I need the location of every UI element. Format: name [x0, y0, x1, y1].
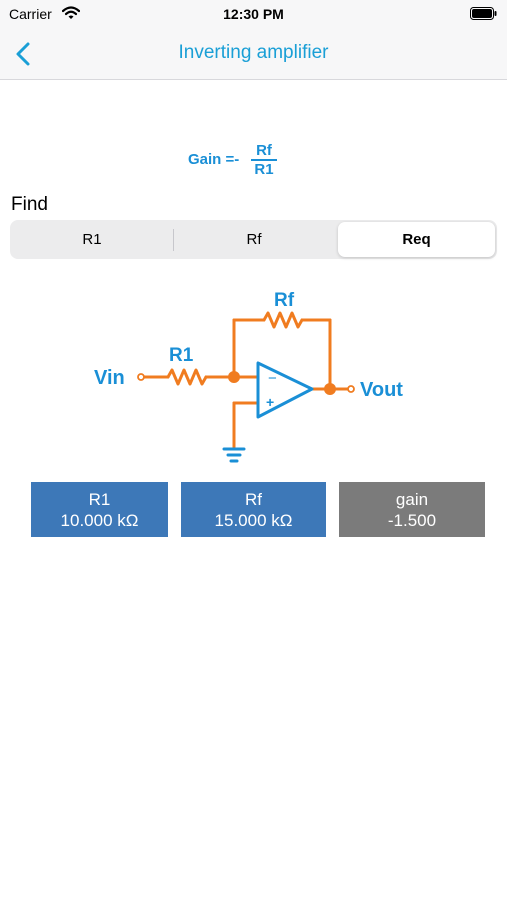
formula-denominator: R1 [254, 161, 274, 178]
rf-value-name: Rf [245, 490, 262, 509]
ground-icon [222, 447, 246, 463]
gain-value: -1.500 [387, 511, 437, 530]
find-segmented-control: R1 Rf Req [10, 220, 497, 259]
r1-value: 10.000 kΩ [60, 511, 139, 530]
rf-value-button[interactable]: Rf 15.000 kΩ [181, 482, 326, 537]
page-title: Inverting amplifier [178, 42, 329, 63]
segment-divider [173, 229, 174, 251]
junction-dot-input [228, 371, 240, 383]
battery-icon [470, 7, 497, 20]
segment-rf[interactable]: Rf [246, 231, 262, 248]
back-button[interactable] [8, 38, 42, 72]
r1-value-name: R1 [88, 490, 111, 509]
gain-value-button[interactable]: gain -1.500 [339, 482, 485, 537]
fraction-bar [251, 159, 277, 161]
inverting-amplifier-circuit: − + Vin Vout R1 Rf [94, 290, 403, 463]
status-bar: Carrier 12:30 PM [0, 0, 507, 30]
status-time: 12:30 PM [223, 6, 284, 22]
rf-value: 15.000 kΩ [214, 511, 293, 530]
vout-terminal [347, 385, 355, 393]
vout-label: Vout [360, 379, 403, 401]
rf-resistor [262, 311, 304, 329]
carrier-label: Carrier [9, 6, 52, 22]
formula-fraction: Rf R1 [251, 142, 277, 178]
op-amp-triangle [256, 361, 314, 419]
vin-terminal [137, 373, 145, 381]
wifi-icon [62, 6, 80, 19]
chevron-left-icon [16, 42, 30, 66]
r1-label: R1 [169, 345, 194, 366]
segment-r1[interactable]: R1 [82, 231, 102, 248]
vin-label: Vin [94, 367, 125, 389]
segment-req[interactable]: Req [338, 222, 495, 257]
find-label: Find [11, 194, 48, 215]
junction-dot-output [324, 383, 336, 395]
gain-value-name: gain [395, 490, 429, 509]
op-amp-minus: − [268, 370, 277, 387]
r1-value-button[interactable]: R1 10.000 kΩ [31, 482, 168, 537]
formula-label: Gain =- [188, 151, 240, 168]
rf-label: Rf [274, 290, 295, 311]
formula-numerator: Rf [256, 142, 272, 159]
navigation-bar: Inverting amplifier [0, 30, 507, 80]
op-amp-plus: + [266, 394, 274, 410]
r1-resistor [166, 368, 208, 386]
